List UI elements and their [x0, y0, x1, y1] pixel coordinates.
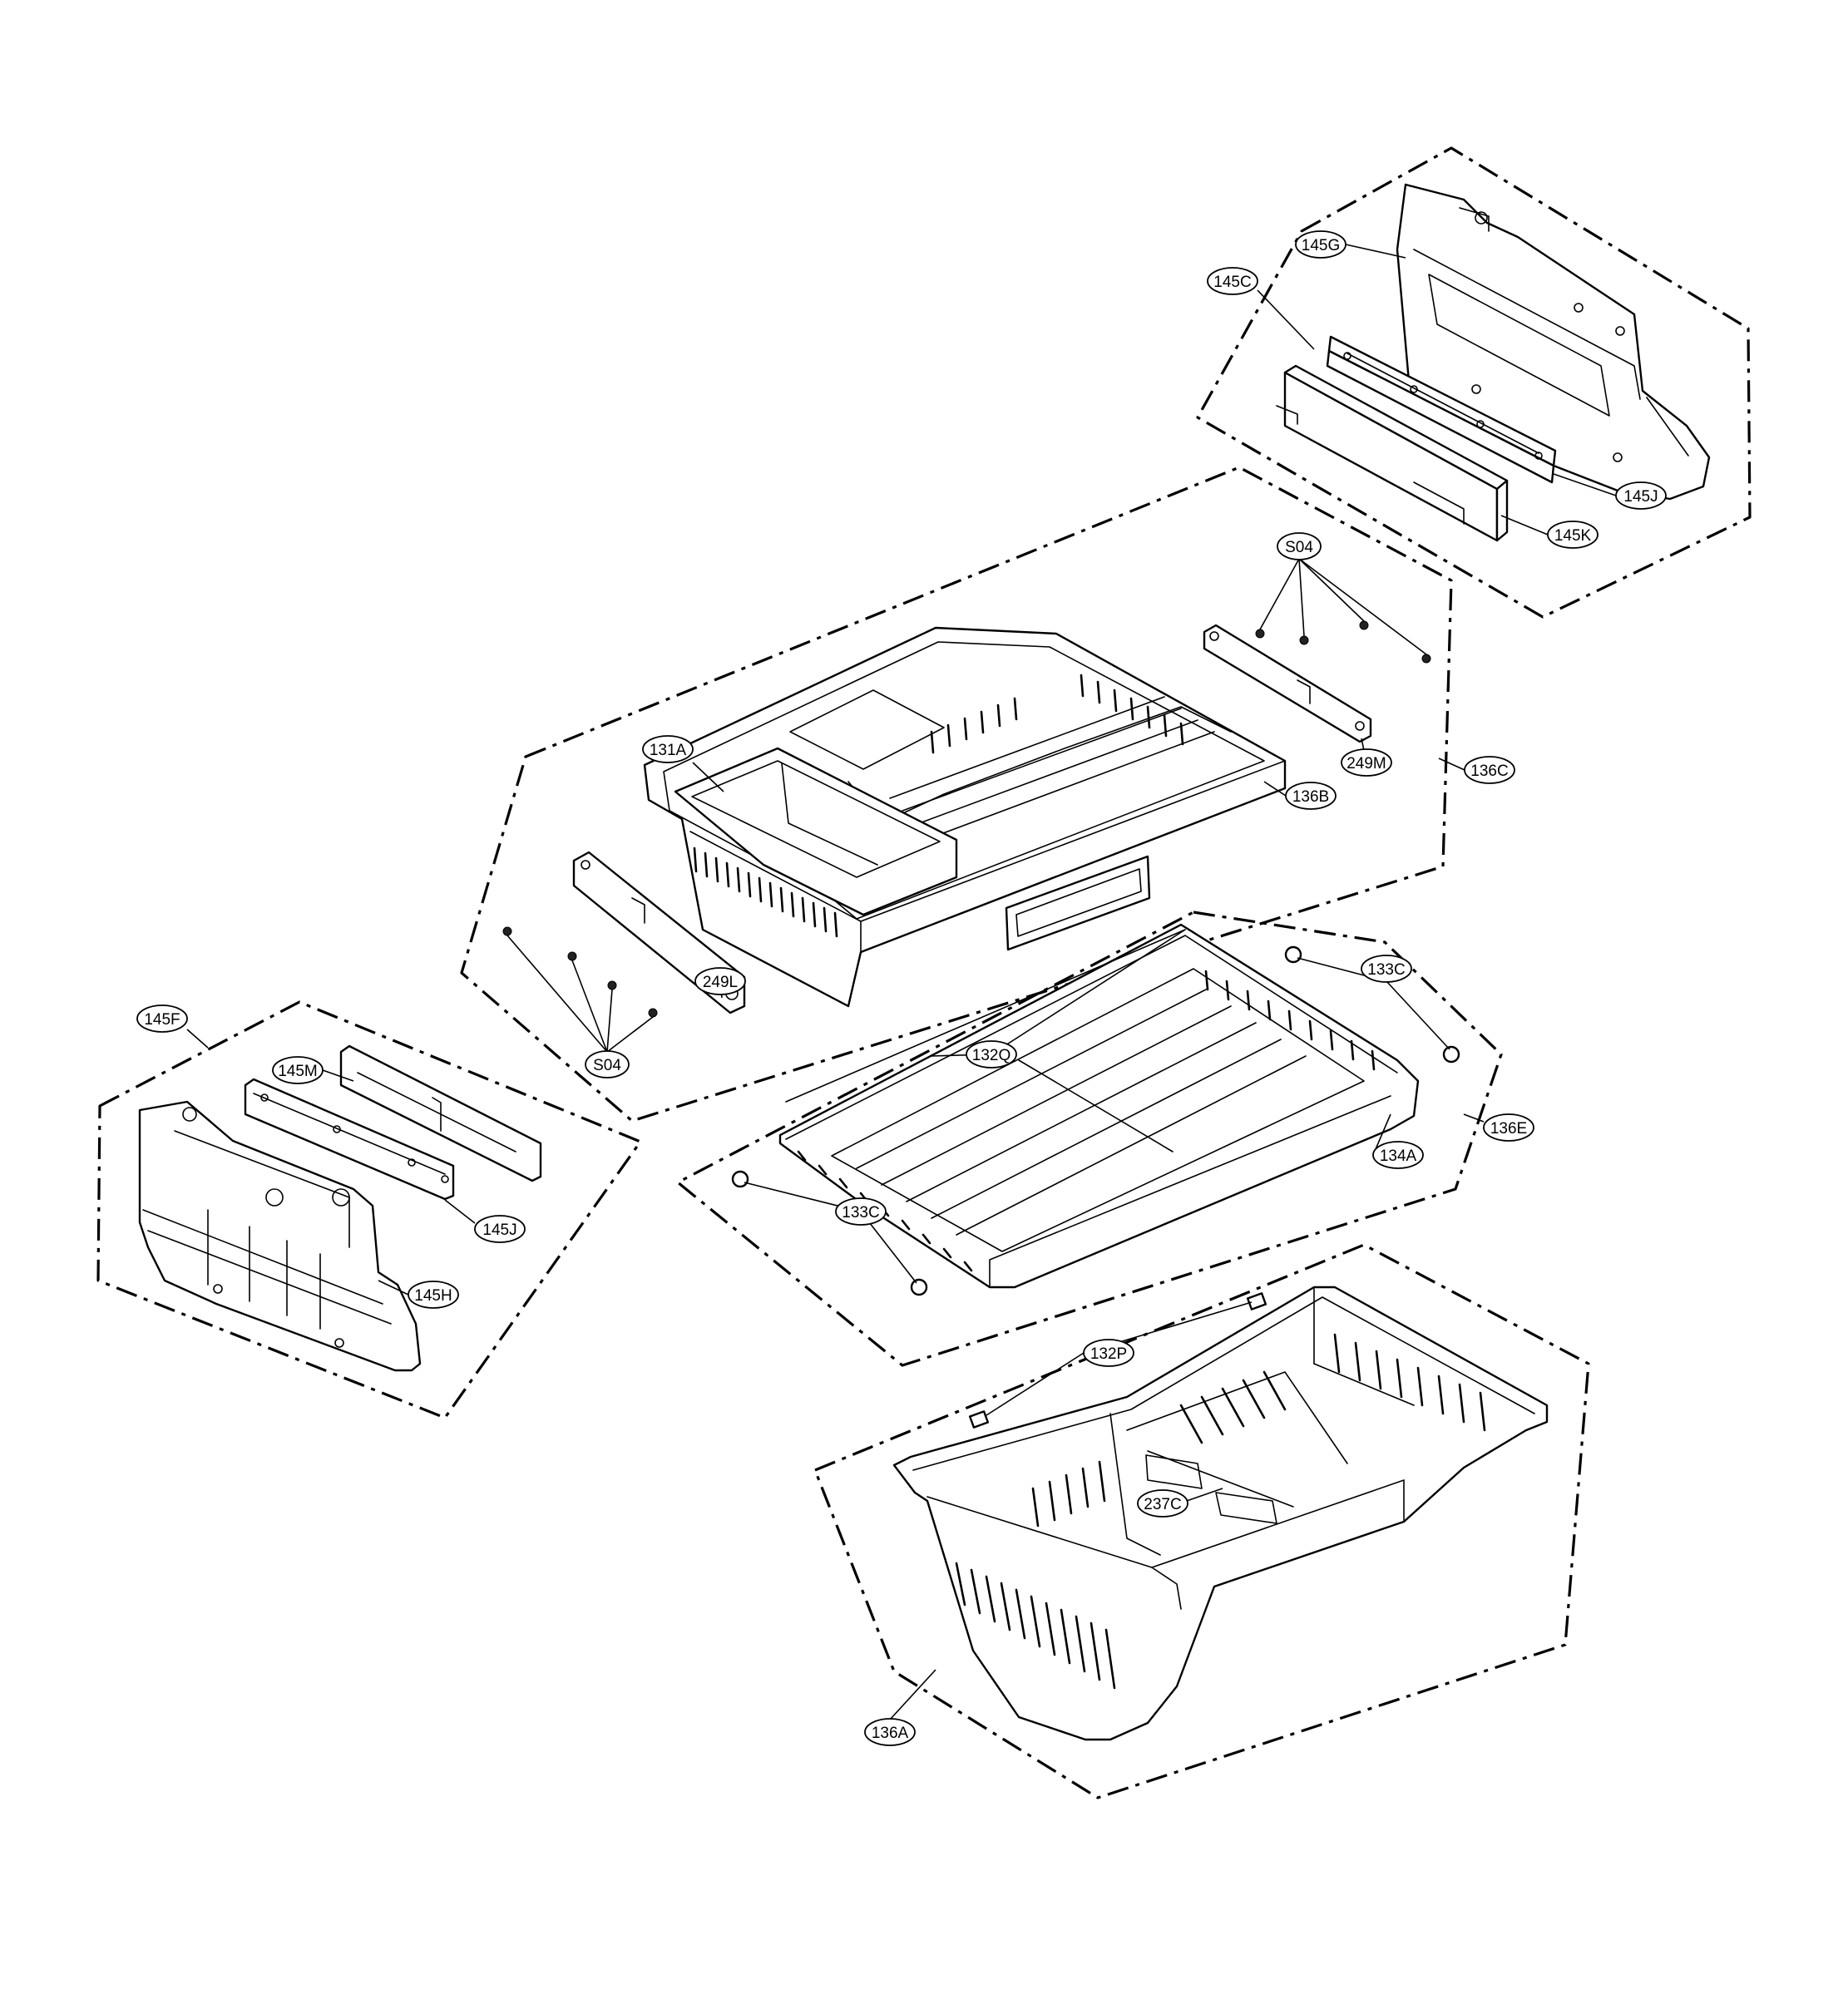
svg-text:249M: 249M	[1346, 755, 1386, 772]
leader-lines	[186, 244, 1617, 1720]
callout-145G: 145G	[1295, 230, 1346, 259]
slide-rail-145J-left	[244, 1078, 455, 1201]
svg-text:136E: 136E	[1490, 1120, 1527, 1138]
svg-text:145H: 145H	[414, 1287, 452, 1305]
svg-text:145F: 145F	[144, 1011, 180, 1029]
rail-cover-145M	[339, 1044, 542, 1182]
svg-text:S04: S04	[593, 1057, 621, 1074]
basket-vents	[955, 1333, 1486, 1690]
callout-S04-top: S04	[1277, 532, 1322, 560]
svg-text:131A: 131A	[650, 742, 687, 759]
svg-text:133C: 133C	[1367, 961, 1405, 979]
svg-text:134A: 134A	[1380, 1148, 1417, 1165]
rollers-133C	[731, 945, 1460, 1296]
callout-145J-left: 145J	[474, 1215, 526, 1243]
group-outline-145F	[96, 1000, 642, 1419]
tray-134A	[778, 923, 1420, 1289]
svg-text:145C: 145C	[1213, 274, 1251, 291]
callout-132Q: 132Q	[966, 1040, 1017, 1069]
callout-249L: 249L	[694, 967, 746, 995]
svg-text:S04: S04	[1285, 539, 1313, 556]
basket-136A	[892, 1286, 1549, 1741]
svg-text:132P: 132P	[1090, 1345, 1127, 1363]
tray-front-grille	[797, 970, 1376, 1272]
drawer-136B	[643, 626, 1287, 1008]
callout-136C: 136C	[1464, 756, 1515, 784]
callout-136B: 136B	[1285, 782, 1337, 810]
svg-text:145J: 145J	[482, 1222, 516, 1239]
svg-text:145J: 145J	[1623, 488, 1658, 506]
callout-131A: 131A	[642, 735, 694, 763]
svg-text:145K: 145K	[1554, 527, 1592, 545]
group-outline-136C	[460, 466, 1453, 1123]
clips-132P	[968, 1292, 1267, 1429]
rail-cover-145K	[1276, 364, 1509, 542]
callout-133C-top: 133C	[1361, 955, 1412, 983]
callout-145M: 145M	[272, 1056, 324, 1084]
bracket-249M	[1203, 624, 1372, 743]
callout-145K: 145K	[1547, 521, 1598, 549]
callout-136E: 136E	[1483, 1113, 1534, 1142]
group-outline-136E	[676, 911, 1503, 1367]
svg-text:136B: 136B	[1292, 788, 1329, 806]
rail-bracket-145H	[138, 1100, 422, 1372]
callout-134A: 134A	[1372, 1141, 1424, 1169]
wire-132Q	[785, 929, 1186, 1103]
screws-S04-top	[1255, 620, 1431, 664]
drawer-side-vents	[693, 674, 1184, 938]
svg-text:237C: 237C	[1144, 1496, 1181, 1513]
group-outline-136A	[813, 1243, 1590, 1799]
group-outline-145C	[1196, 146, 1752, 619]
callout-133C-bottom: 133C	[835, 1197, 887, 1226]
svg-text:136C: 136C	[1470, 763, 1508, 780]
callout-145F: 145F	[136, 1004, 188, 1033]
callout-145C: 145C	[1207, 267, 1258, 295]
callout-249M: 249M	[1341, 748, 1392, 777]
callout-132P: 132P	[1083, 1339, 1134, 1367]
divider-237C	[1147, 1450, 1294, 1508]
svg-text:145M: 145M	[278, 1063, 318, 1080]
svg-text:249L: 249L	[703, 974, 738, 991]
callout-136A: 136A	[864, 1718, 916, 1746]
callout-237C: 237C	[1137, 1489, 1188, 1518]
bin-131A	[674, 747, 958, 916]
svg-text:132Q: 132Q	[972, 1047, 1010, 1064]
slide-rail-145J-top	[1326, 335, 1557, 484]
screws-S04-bottom	[502, 926, 658, 1018]
svg-text:133C: 133C	[842, 1204, 879, 1222]
callout-S04-bottom: S04	[585, 1050, 630, 1078]
svg-text:145G: 145G	[1302, 237, 1340, 254]
callout-145H: 145H	[408, 1281, 459, 1309]
callout-145J-top: 145J	[1615, 481, 1667, 510]
svg-text:136A: 136A	[872, 1725, 909, 1742]
